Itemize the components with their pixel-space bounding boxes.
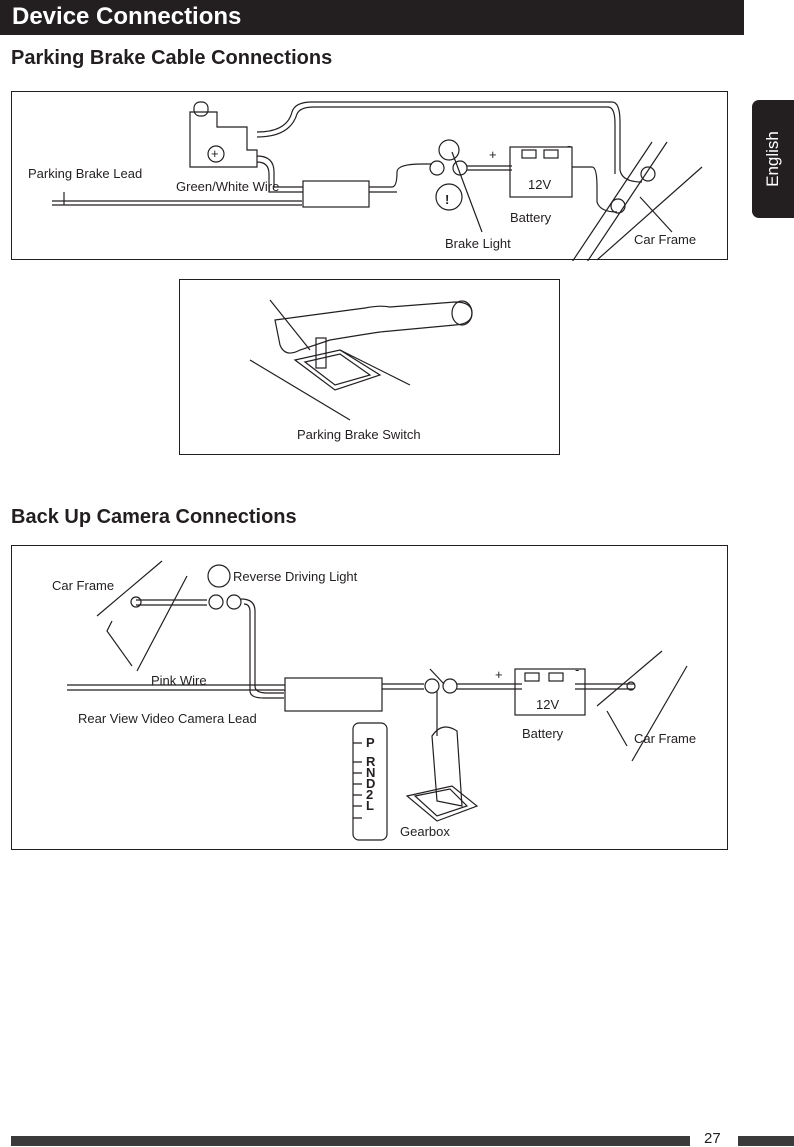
battery-voltage-label: 12V xyxy=(536,697,559,712)
language-tab-label: English xyxy=(763,131,782,187)
backup-camera-diagram: Car Frame Reverse Driving Light Pink Wir… xyxy=(11,545,728,850)
gear-2: 2 xyxy=(366,787,373,802)
svg-text:+: + xyxy=(211,146,219,161)
car-frame-label: Car Frame xyxy=(634,232,696,247)
car-frame-right-icon xyxy=(596,650,688,762)
svg-text:!: ! xyxy=(445,192,449,207)
battery-icon xyxy=(514,668,586,716)
brake-light-label: Brake Light xyxy=(445,236,511,251)
gear-selector-icon xyxy=(352,722,388,841)
parking-brake-diagram: + ! Parking Brake Lead Green/White Wire … xyxy=(11,91,728,261)
battery-label: Battery xyxy=(522,726,564,741)
pink-wire-label: Pink Wire xyxy=(151,673,207,688)
backup-camera-heading: Back Up Camera Connections xyxy=(11,506,297,528)
car-frame-right-label: Car Frame xyxy=(634,731,696,746)
parking-brake-switch-label: Parking Brake Switch xyxy=(297,427,421,442)
page-number: 27 xyxy=(704,1130,721,1147)
gearbox-label: Gearbox xyxy=(400,824,450,839)
parking-brake-wiring-svg: + ! Parking Brake Lead Green/White Wire … xyxy=(28,101,703,261)
camera-lead-label: Rear View Video Camera Lead xyxy=(78,711,257,726)
parking-brake-switch-diagram: Parking Brake Switch xyxy=(179,279,560,455)
language-tab: English xyxy=(752,100,794,218)
gear-l: L xyxy=(366,798,374,813)
brake-light-icon xyxy=(438,139,460,161)
battery-voltage-label: 12V xyxy=(528,177,551,192)
battery-icon xyxy=(509,146,573,198)
reverse-light-label: Reverse Driving Light xyxy=(233,569,358,584)
parking-brake-switch-svg: Parking Brake Switch xyxy=(249,299,473,442)
car-frame-left-icon xyxy=(96,560,188,672)
gear-p: P xyxy=(366,735,375,750)
gear-n: N xyxy=(366,765,375,780)
parking-switch-icon xyxy=(189,111,258,168)
parking-brake-lead-label: Parking Brake Lead xyxy=(28,166,142,181)
hand-brake-lever-icon xyxy=(274,301,473,354)
battery-minus-label: - xyxy=(575,662,579,677)
battery-label: Battery xyxy=(510,210,552,225)
connector-box xyxy=(284,677,383,712)
header-bar: Device Connections xyxy=(0,0,744,35)
backup-camera-wiring-svg: Car Frame Reverse Driving Light Pink Wir… xyxy=(52,560,696,841)
gear-d: D xyxy=(366,776,375,791)
page-title: Device Connections xyxy=(12,3,242,30)
parking-brake-heading: Parking Brake Cable Connections xyxy=(11,47,333,69)
footer-bar-right xyxy=(738,1136,794,1146)
battery-plus-label: + xyxy=(495,667,503,682)
battery-plus-label: + xyxy=(489,147,497,162)
connector-box xyxy=(302,180,370,208)
reverse-light-icon xyxy=(207,564,231,588)
battery-minus-label: - xyxy=(567,138,571,153)
car-frame-left-label: Car Frame xyxy=(52,578,114,593)
footer-bar-left xyxy=(11,1136,690,1146)
gear-shift-icon xyxy=(431,726,463,807)
green-white-wire-label: Green/White Wire xyxy=(176,179,279,194)
gear-r: R xyxy=(366,754,376,769)
